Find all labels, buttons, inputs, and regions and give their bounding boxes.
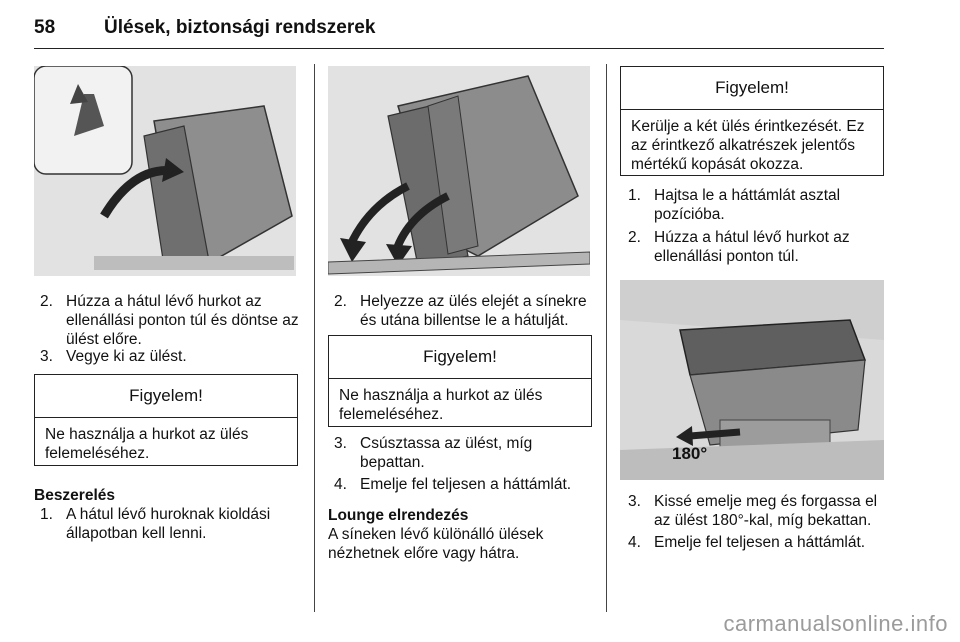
warning-title: Figyelem! xyxy=(35,375,297,418)
watermark: carmanualsonline.info xyxy=(723,611,948,636)
warning-box: Figyelem! Kerülje a két ülés érintkezésé… xyxy=(620,66,884,176)
seat-tilt-forward-figure xyxy=(34,66,296,276)
column-divider xyxy=(314,64,315,612)
step-text: Helyezze az ülés elejét a sínekre és utá… xyxy=(360,293,587,329)
page-title: Ülések, biztonsági rendszerek xyxy=(104,17,376,38)
rotation-label: 180° xyxy=(672,444,708,463)
step-text: Csúsztassa az ülést, míg bepattan. xyxy=(360,435,533,471)
page-header: 58 Ülések, biztonsági rendszerek xyxy=(34,8,884,49)
step-text: Húzza a hátul lévő hurkot az ellenállási… xyxy=(66,293,299,348)
step-number: 3. xyxy=(334,435,347,452)
warning-text: Ne használja a hurkot az ülés felemelésé… xyxy=(45,426,249,462)
step-text: Hajtsa le a háttámlát asztal pozícióba. xyxy=(654,187,841,223)
warning-title: Figyelem! xyxy=(329,336,591,379)
seat-rails-install-illustration-icon xyxy=(328,66,590,276)
section-lounge: Lounge elrendezés A síneken lévő különál… xyxy=(328,506,598,563)
warning-box: Figyelem! Ne használja a hurkot az ülés … xyxy=(34,374,298,466)
step-number: 3. xyxy=(628,493,641,510)
section-installation: Beszerelés xyxy=(34,486,302,505)
column-divider xyxy=(606,64,607,612)
seat-rotate-figure: 180° xyxy=(620,280,884,480)
section-heading: Lounge elrendezés xyxy=(328,507,469,524)
step-number: 2. xyxy=(334,293,347,310)
step-number: 4. xyxy=(628,534,641,551)
section-text: A síneken lévő különálló ülések nézhetne… xyxy=(328,526,544,562)
step-text: Emelje fel teljesen a háttámlát. xyxy=(360,476,572,493)
seat-rotate-illustration-icon xyxy=(620,280,884,480)
warning-title: Figyelem! xyxy=(621,67,883,110)
step-number: 2. xyxy=(40,293,53,310)
step-text: Vegye ki az ülést. xyxy=(66,348,187,365)
page-number: 58 xyxy=(34,17,56,38)
step-text: Kissé emelje meg és forgassa el az ülést… xyxy=(654,493,878,529)
step-text: Emelje fel teljesen a háttámlát. xyxy=(654,534,866,551)
step-text: Húzza a hátul lévő hurkot az ellenállási… xyxy=(654,229,850,265)
step-text: A hátul lévő huroknak kioldási állapotba… xyxy=(66,506,271,542)
section-heading: Beszerelés xyxy=(34,487,116,504)
seat-tilt-forward-illustration-icon xyxy=(34,66,296,276)
seat-rails-install-figure xyxy=(328,66,590,276)
step-number: 3. xyxy=(40,348,53,365)
step-number: 1. xyxy=(628,187,641,204)
warning-box: Figyelem! Ne használja a hurkot az ülés … xyxy=(328,335,592,427)
step-number: 4. xyxy=(334,476,347,493)
step-number: 1. xyxy=(40,506,53,523)
warning-text: Kerülje a két ülés érintkezését. Ez az é… xyxy=(631,118,865,173)
warning-text: Ne használja a hurkot az ülés felemelésé… xyxy=(339,387,543,423)
step-number: 2. xyxy=(628,229,641,246)
